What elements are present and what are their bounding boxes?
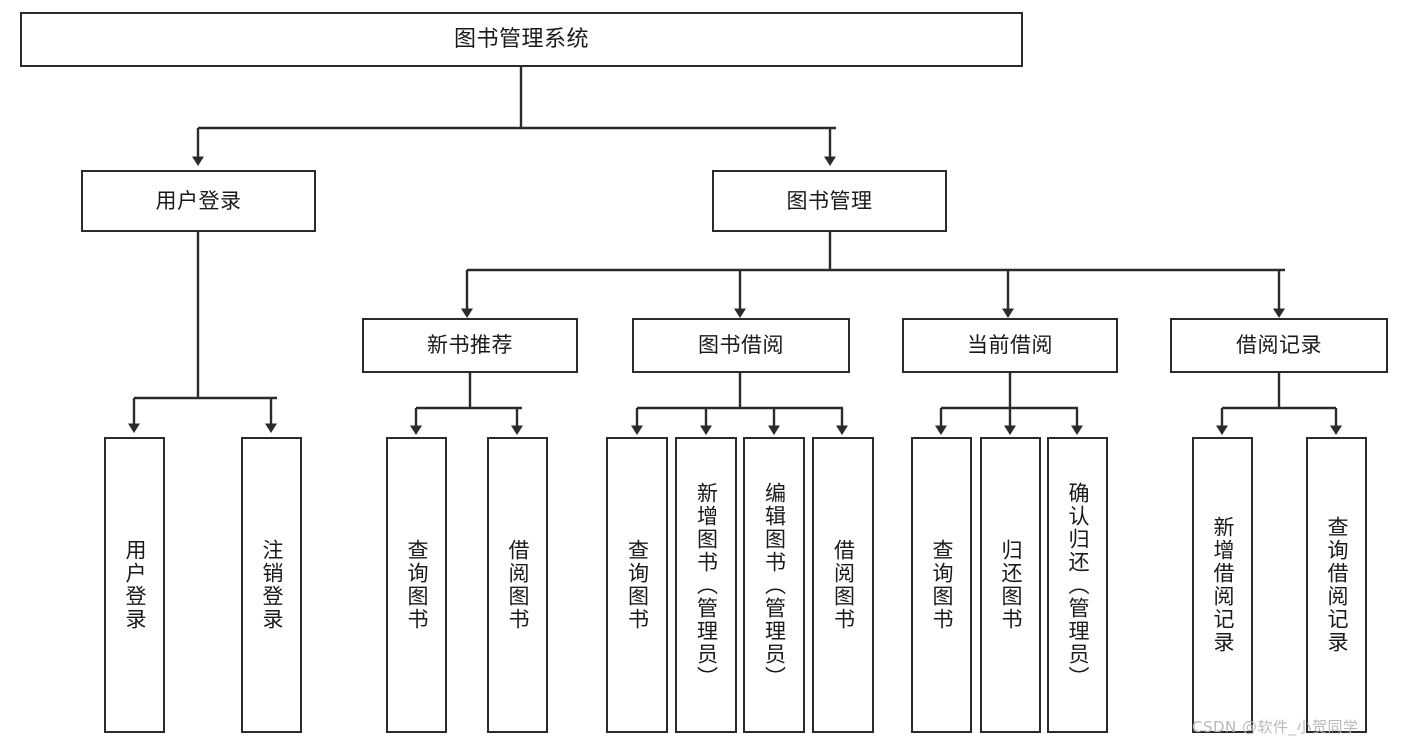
- node-book-borrow[interactable]: 图书借阅: [632, 318, 850, 373]
- leaf-user-login-logout-label: 注销登录: [260, 539, 284, 631]
- node-new-book-recommend[interactable]: 新书推荐: [362, 318, 578, 373]
- node-book-borrow-label: 图书借阅: [698, 333, 784, 358]
- leaf-borrow-record-add[interactable]: 新增借阅记录: [1192, 437, 1253, 733]
- leaf-new-book-borrow[interactable]: 借阅图书: [487, 437, 548, 733]
- leaf-user-login-login[interactable]: 用户登录: [104, 437, 165, 733]
- node-user-login-label: 用户登录: [155, 188, 242, 213]
- leaf-book-borrow-edit[interactable]: 编辑图书（管理员）: [743, 437, 805, 733]
- leaf-new-book-borrow-label: 借阅图书: [506, 539, 530, 631]
- node-book-management[interactable]: 图书管理: [712, 170, 947, 232]
- node-current-borrow-label: 当前借阅: [967, 333, 1053, 358]
- leaf-current-borrow-return[interactable]: 归还图书: [980, 437, 1041, 733]
- node-root-system[interactable]: 图书管理系统: [20, 12, 1023, 67]
- leaf-new-book-query-label: 查询图书: [405, 539, 429, 631]
- leaf-book-borrow-query[interactable]: 查询图书: [606, 437, 668, 733]
- leaf-borrow-record-query[interactable]: 查询借阅记录: [1306, 437, 1367, 733]
- node-book-management-label: 图书管理: [786, 188, 873, 213]
- node-new-book-recommend-label: 新书推荐: [427, 333, 513, 358]
- leaf-user-login-logout[interactable]: 注销登录: [241, 437, 302, 733]
- node-borrow-record-label: 借阅记录: [1236, 333, 1322, 358]
- leaf-book-borrow-add[interactable]: 新增图书（管理员）: [675, 437, 737, 733]
- leaf-book-borrow-query-label: 查询图书: [625, 539, 650, 631]
- leaf-current-borrow-confirm[interactable]: 确认归还（管理员）: [1047, 437, 1108, 733]
- node-user-login[interactable]: 用户登录: [81, 170, 316, 232]
- leaf-current-borrow-query-label: 查询图书: [930, 539, 954, 631]
- leaf-user-login-login-label: 用户登录: [123, 539, 147, 631]
- node-root-system-label: 图书管理系统: [453, 26, 589, 52]
- leaf-book-borrow-add-label: 新增图书（管理员）: [694, 481, 719, 689]
- leaf-borrow-record-query-label: 查询借阅记录: [1325, 516, 1349, 654]
- leaf-book-borrow-edit-label: 编辑图书（管理员）: [762, 481, 787, 689]
- leaf-book-borrow-borrow[interactable]: 借阅图书: [812, 437, 874, 733]
- node-current-borrow[interactable]: 当前借阅: [902, 318, 1118, 373]
- leaf-borrow-record-add-label: 新增借阅记录: [1211, 516, 1235, 654]
- leaf-current-borrow-confirm-label: 确认归还（管理员）: [1066, 481, 1090, 689]
- leaf-new-book-query[interactable]: 查询图书: [386, 437, 447, 733]
- watermark-credit: CSDN @软件_小贺同学: [1192, 718, 1359, 736]
- leaf-book-borrow-borrow-label: 借阅图书: [831, 539, 856, 631]
- leaf-current-borrow-return-label: 归还图书: [999, 539, 1023, 631]
- leaf-current-borrow-query[interactable]: 查询图书: [911, 437, 972, 733]
- node-borrow-record[interactable]: 借阅记录: [1170, 318, 1388, 373]
